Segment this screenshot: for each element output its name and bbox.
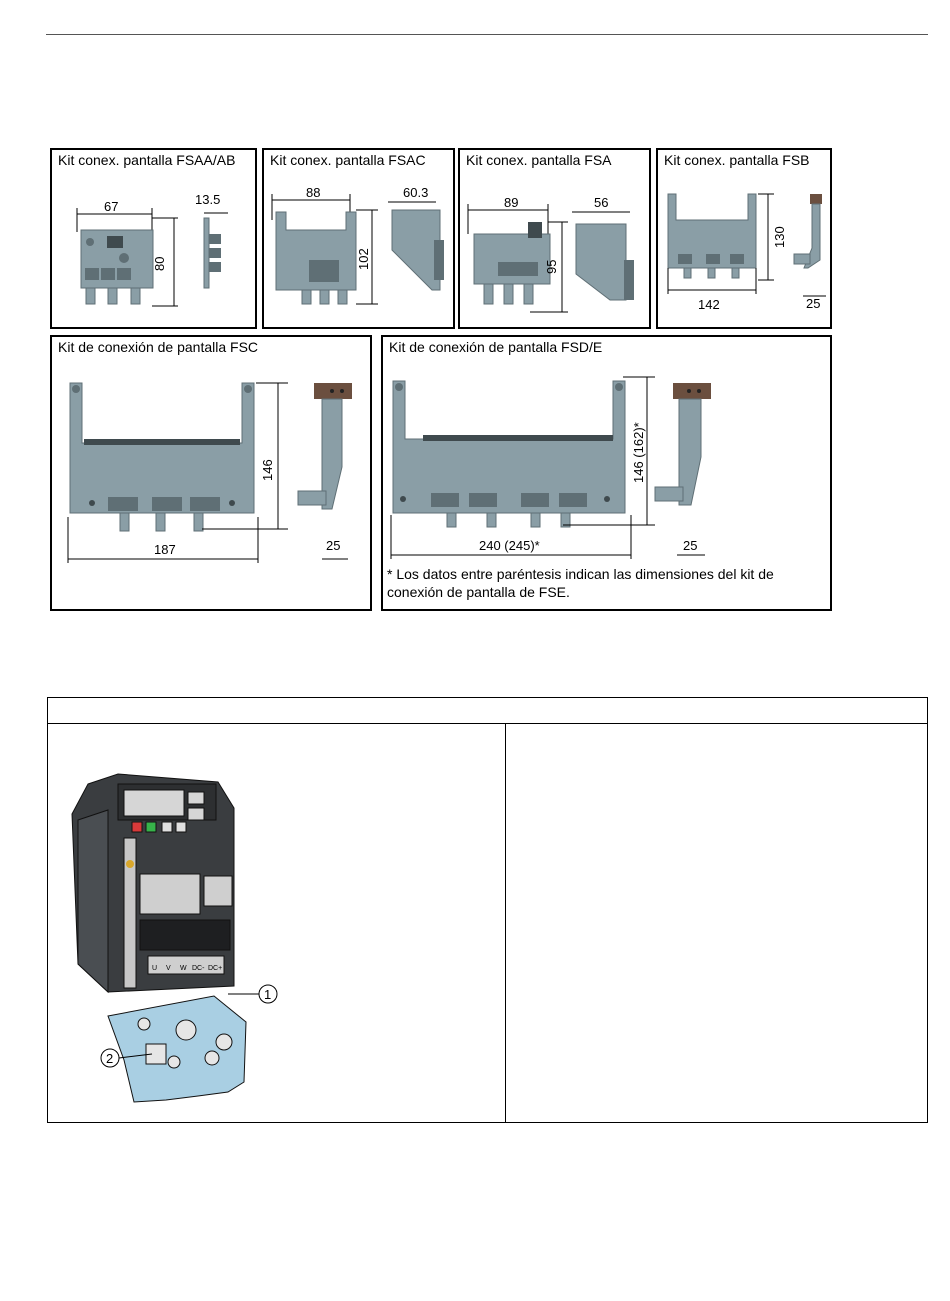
kit-fsa-panel: Kit conex. pantalla FSA 89 95 56 (458, 148, 651, 329)
inverter-illustration: U V W DC- DC+ 1 2 (71, 773, 278, 1103)
fsac-depth-label: 60.3 (403, 185, 428, 200)
terminal-label-v: V (166, 965, 171, 972)
terminal-label-u: U (152, 965, 157, 972)
kit-fsac-panel: Kit conex. pantalla FSAC 88 102 60.3 (262, 148, 455, 329)
fsac-width-label: 88 (306, 185, 320, 200)
table-right-cell (506, 724, 927, 1122)
kit-fsb-drawing: 130 142 25 (667, 193, 826, 312)
fsde-width-label: 240 (245)* (479, 538, 540, 553)
kit-fsb-title: Kit conex. pantalla FSB (664, 152, 810, 168)
terminal-label-dcplus: DC+ (208, 965, 222, 972)
callout-2: 2 (106, 1051, 113, 1066)
kit-fsc-drawing: 146 187 25 (67, 382, 352, 563)
fsa-width-label: 89 (504, 195, 518, 210)
kit-fsc-panel: Kit de conexión de pantalla FSC 146 187 … (50, 335, 372, 611)
kit-fsa-title: Kit conex. pantalla FSA (466, 152, 612, 168)
fsc-depth-label: 25 (326, 538, 340, 553)
fsc-height-label: 146 (260, 459, 275, 481)
fsde-depth-label: 25 (683, 538, 697, 553)
kit-fsaa-drawing: 67 80 13.5 (76, 192, 228, 307)
kit-fsaa-title: Kit conex. pantalla FSAA/AB (58, 152, 236, 168)
fsb-height-label: 130 (772, 226, 787, 248)
kit-fsb-panel: Kit conex. pantalla FSB 130 142 25 (656, 148, 832, 329)
fsaa-width-label: 67 (104, 199, 118, 214)
fsb-width-label: 142 (698, 297, 720, 312)
kit-fsde-panel: Kit de conexión de pantalla FSD/E 146 (1… (381, 335, 832, 611)
callout-1: 1 (264, 987, 271, 1002)
fsc-width-label: 187 (154, 542, 176, 557)
terminal-label-dcminus: DC- (192, 965, 205, 972)
fsa-depth-label: 56 (594, 195, 608, 210)
fsb-depth-label: 25 (806, 296, 820, 311)
fsde-height-label: 146 (162)* (631, 422, 646, 483)
kit-fsde-drawing: 146 (162)* 240 (245)* 25 (390, 376, 711, 559)
kit-fsde-title: Kit de conexión de pantalla FSD/E (389, 339, 603, 355)
header-rule (46, 34, 928, 35)
kit-fsc-title: Kit de conexión de pantalla FSC (58, 339, 259, 355)
fsde-footnote: * Los datos entre paréntesis indican las… (387, 566, 774, 600)
installation-image-cell: U V W DC- DC+ 1 2 (48, 724, 506, 1122)
kit-fsac-title: Kit conex. pantalla FSAC (270, 152, 426, 168)
kit-fsac-drawing: 88 102 60.3 (271, 185, 444, 305)
kit-fsa-drawing: 89 95 56 (467, 195, 634, 313)
kit-fsaa-panel: Kit conex. pantalla FSAA/AB 67 80 13.5 (50, 148, 257, 329)
terminal-label-w: W (180, 965, 187, 972)
fsac-height-label: 102 (356, 248, 371, 270)
fsaa-depth-label: 13.5 (195, 192, 220, 207)
table-header-row (48, 698, 927, 724)
fsa-height-label: 95 (544, 260, 559, 274)
fsaa-height-label: 80 (152, 257, 167, 271)
installation-table: U V W DC- DC+ 1 2 (47, 697, 928, 1123)
